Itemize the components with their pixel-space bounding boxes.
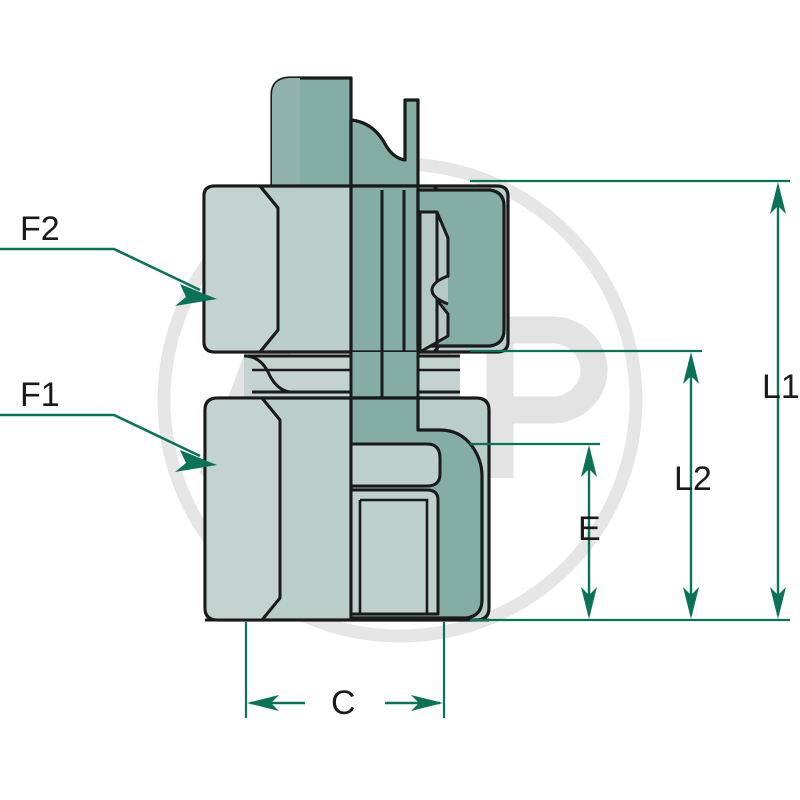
dimension-l1	[470, 179, 790, 622]
label-c: C	[331, 684, 356, 722]
label-l2: L2	[674, 460, 712, 498]
label-f2: F2	[20, 210, 60, 248]
body-inner-bore	[349, 442, 442, 616]
body-front-upper	[349, 184, 506, 354]
label-e: E	[578, 510, 601, 548]
tube-stub	[270, 76, 353, 192]
label-l1: L1	[762, 368, 800, 406]
dimension-c	[244, 622, 446, 718]
body-stem-lower	[349, 352, 420, 398]
dimension-e	[470, 442, 600, 619]
fitting-assembly	[202, 76, 510, 622]
dimension-layer	[0, 179, 790, 718]
leader-f2	[0, 247, 217, 306]
dimension-l2	[470, 349, 702, 619]
body-shoulder-upper	[349, 98, 420, 192]
leader-f1	[0, 413, 217, 472]
label-f1: F1	[20, 376, 60, 414]
